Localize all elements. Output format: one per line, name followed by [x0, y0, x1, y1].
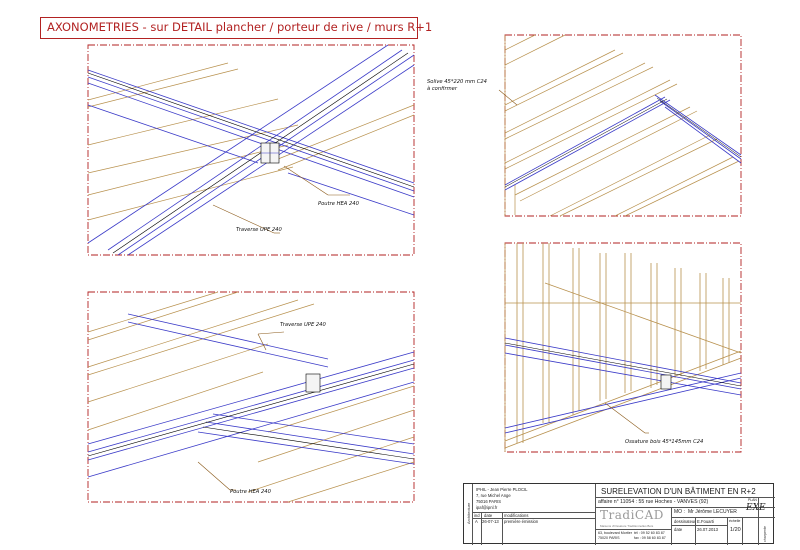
callout-traverse-upe: Traverse UPE 240 — [236, 227, 282, 233]
callout-poutre-hea-2: Poutre HEA 240 — [230, 489, 271, 495]
phone-line-2: fax : 09 58 60 83 87 — [634, 536, 666, 540]
view-axonometry-4: Ossature bois 45*145mm C24 — [504, 242, 742, 453]
sheet-label: charpente — [763, 526, 767, 542]
dessinateur-label: dessinateur — [674, 519, 696, 524]
view-axonometry-1: Poutre HEA 240 Traverse UPE 240 — [87, 44, 415, 256]
tradicad-tagline: Maisons d'Ossature Traditionnelles Bois — [600, 524, 654, 528]
indices-header-ind: ind — [474, 513, 480, 518]
plan-label: PLAN — [748, 498, 757, 502]
address-line-2: 75020 PARIS — [598, 536, 620, 540]
view-3-drawing — [87, 291, 415, 503]
company-line-4: ipaf@ipnl.fr — [476, 505, 498, 510]
callout-traverse-upe-2: Traverse UPE 240 — [280, 322, 326, 328]
view-2-drawing — [498, 34, 742, 217]
callout-poutre-hea: Poutre HEA 240 — [318, 201, 359, 207]
callout-solive: Solive 45*220 mm C24 à confirmer — [427, 79, 502, 93]
mo-value: Mr Jérôme LECUYER — [688, 509, 737, 515]
indices-header-date: date — [484, 513, 493, 518]
view-1-drawing — [87, 44, 415, 256]
indices-row-date: 26-07-13 — [482, 519, 499, 524]
indices-header-modifications: modifications — [504, 513, 529, 518]
date-label: date — [674, 527, 683, 532]
affaire-line: affaire n° 11054 : 55 rue Hoches - VANVE… — [598, 499, 709, 505]
company-line-3: 75016 PARIS — [476, 499, 502, 504]
title-block: Architecture IPHIL - Jean Pierre PLOCIL … — [463, 483, 775, 545]
dessinateur-value: E.Fouarti — [697, 519, 714, 524]
drawing-title: AXONOMETRIES - sur DETAIL plancher / por… — [40, 17, 432, 39]
address-line-1: 63, boulevard Mortier — [598, 531, 632, 535]
mo-label: MO : — [674, 509, 685, 515]
indices-row-mod: première émission — [504, 519, 539, 524]
phone-line-1: tél : 09 52 60 83 87 — [634, 531, 665, 535]
company-line-1: IPHIL - Jean Pierre PLOCIL — [476, 487, 528, 492]
callout-ossature-bois: Ossature bois 45*145mm C24 — [625, 439, 704, 445]
view-axonometry-2: Solive 45*220 mm C24 à confirmer — [427, 34, 742, 217]
company-line-2: 7, rue Michel Ange — [476, 493, 511, 498]
tradicad-logo: TradiCAD — [600, 508, 664, 522]
callout-solive-text: Solive 45*220 mm C24 — [427, 79, 487, 85]
echelle-value: 1/20 — [730, 527, 741, 533]
date-value: 26.07.2013 — [697, 527, 718, 532]
title-block-vertical-label: Architecture — [465, 502, 471, 524]
callout-solive-note: à confirmer — [427, 86, 458, 92]
project-title: SURELEVATION D'UN BÂTIMENT EN R+2 — [601, 487, 756, 496]
echelle-label: échelle — [729, 519, 741, 523]
view-4-drawing — [504, 242, 742, 453]
indices-row-ind: A — [475, 519, 478, 524]
plan-code: EXE — [746, 503, 766, 513]
view-axonometry-3: Traverse UPE 240 Poutre HEA 240 — [87, 291, 415, 503]
